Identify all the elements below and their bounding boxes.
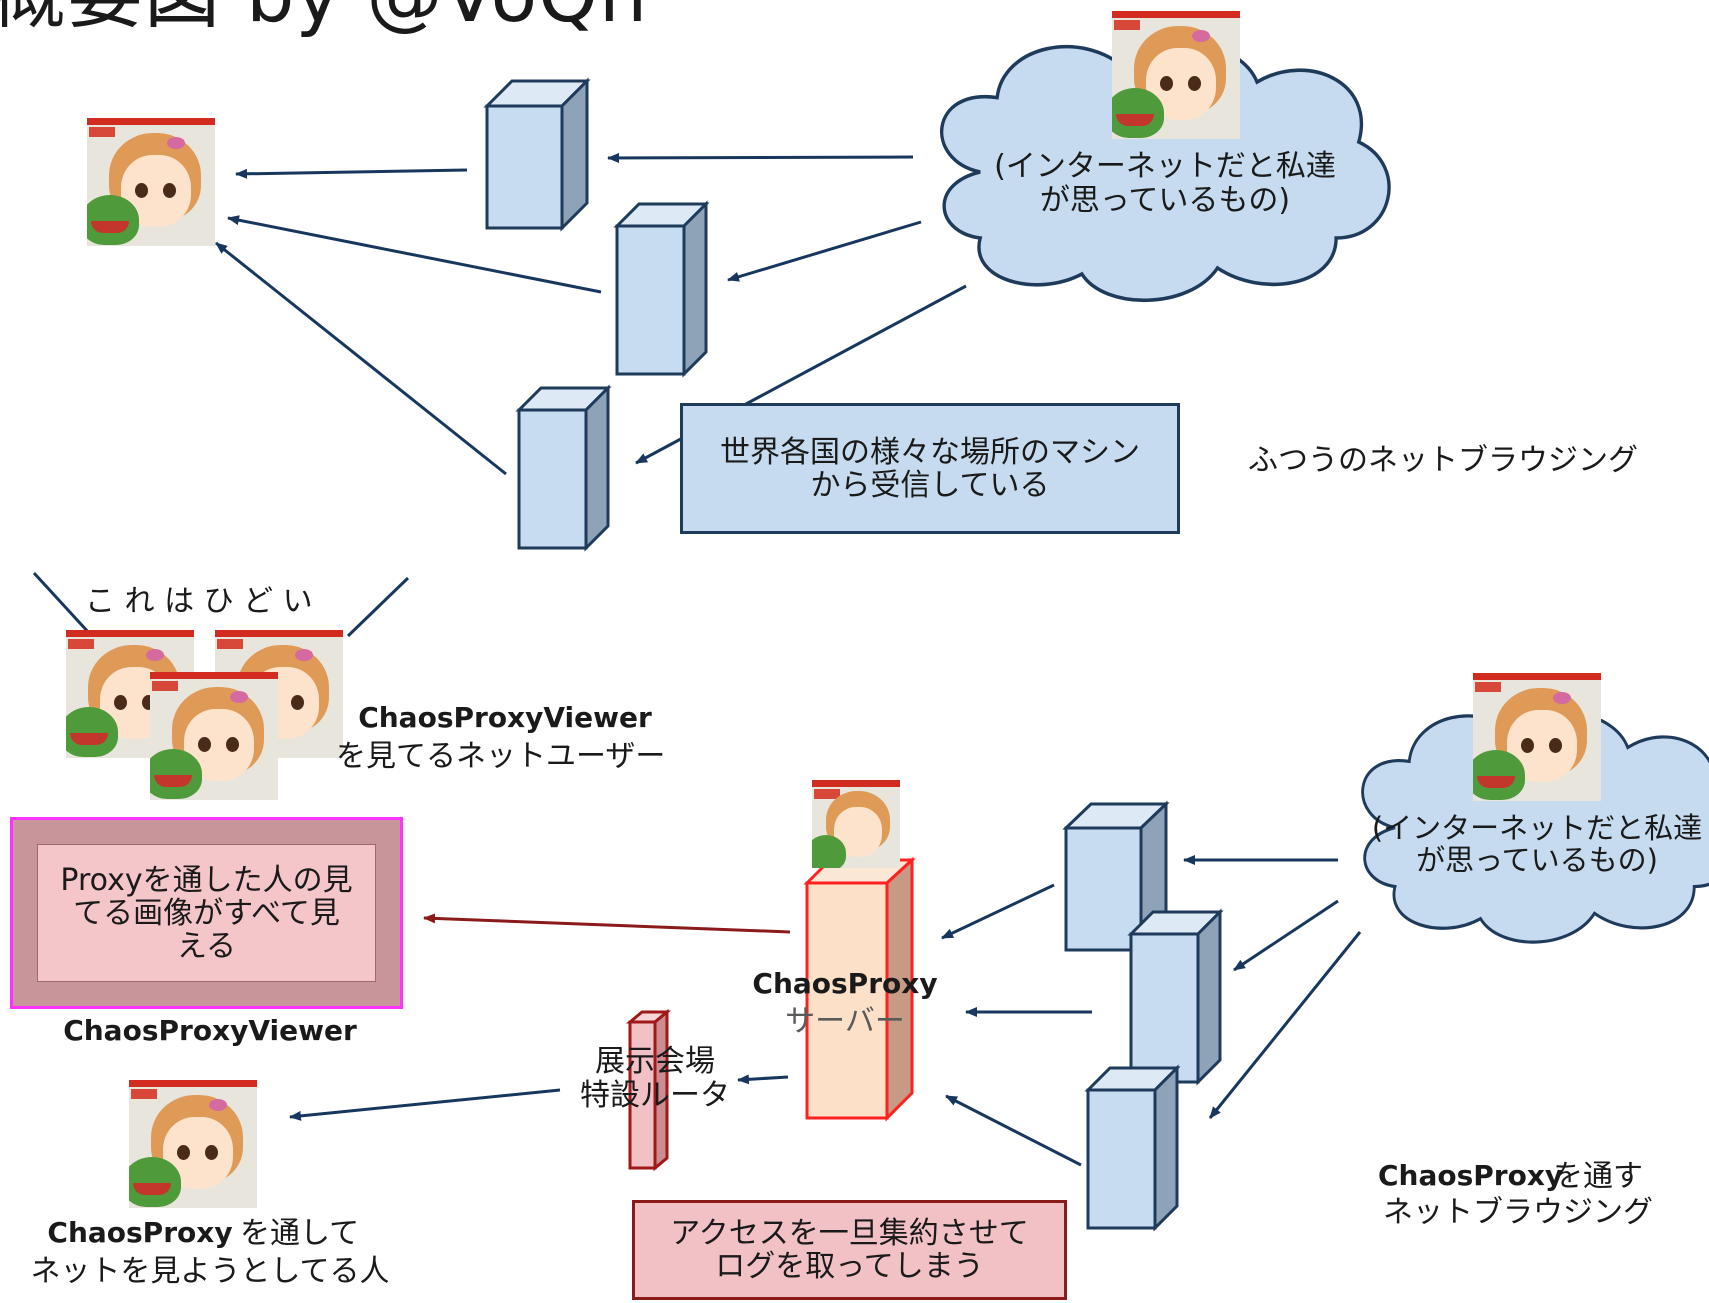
crowd-caption: を見てるネットユーザー: [336, 739, 666, 774]
crowd-text: こ れ は ひ ど い: [85, 584, 313, 619]
proxy-browsing-caption-title: ChaosProxy: [1378, 1159, 1564, 1192]
chaosproxy-server: [803, 856, 916, 1122]
bottom-machine-1: [1062, 800, 1170, 954]
machines-label-box: 世界各国の様々な場所のマシン から受信している: [680, 403, 1180, 534]
character-image-bottom-cloud: [1473, 673, 1601, 801]
router-label: 展示会場 特設ルータ: [580, 1044, 730, 1113]
character-image-crowd-3: [150, 672, 278, 800]
page-title: 概要図 by @VoQn: [0, 0, 648, 37]
user-caption-title: ChaosProxy: [47, 1216, 233, 1249]
bottom-machine-2: [1127, 908, 1224, 1086]
top-machine-3: [515, 384, 612, 552]
normal-browsing-caption: ふつうのネットブラウジング: [1248, 443, 1638, 478]
chaosproxyviewer-screen: Proxyを通した人の見 てる画像がすべて見 える: [10, 817, 403, 1009]
log-collection-box: アクセスを一旦集約させて ログを取ってしまう: [632, 1200, 1067, 1300]
bottom-machine-3: [1084, 1064, 1181, 1232]
server-label-title: ChaosProxy: [752, 967, 938, 1000]
character-image-top-cloud: [1112, 11, 1240, 139]
proxy-browsing-caption-2: ネットブラウジング: [1383, 1195, 1653, 1230]
top-cloud-text: (インターネットだと私達 が思っているもの): [994, 149, 1336, 218]
viewer-screen-text: Proxyを通した人の見 てる画像がすべて見 える: [37, 844, 376, 982]
character-image-server: [812, 780, 900, 868]
top-machine-1: [483, 77, 591, 232]
bottom-cloud-text: (インターネットだと私達 が思っているもの): [1371, 811, 1703, 878]
exhibition-router: [625, 1008, 672, 1172]
viewer-box-label: ChaosProxyViewer: [63, 1014, 357, 1047]
crowd-lines: [32, 571, 410, 638]
user-caption-2: ネットを見ようとしてる人: [30, 1254, 390, 1289]
top-machine-2: [613, 200, 710, 378]
viewer-arrow: [423, 913, 791, 934]
top-arrows: [215, 152, 967, 476]
bottom-arrows: [289, 855, 1362, 1167]
user-caption-1: を通して: [240, 1216, 360, 1251]
server-label: サーバー: [785, 1004, 905, 1039]
crowd-caption-title: ChaosProxyViewer: [358, 701, 652, 734]
character-image-bottom-user: [129, 1080, 257, 1208]
proxy-browsing-caption-1: を通す: [1553, 1159, 1643, 1194]
character-image-top-user: [87, 118, 215, 246]
